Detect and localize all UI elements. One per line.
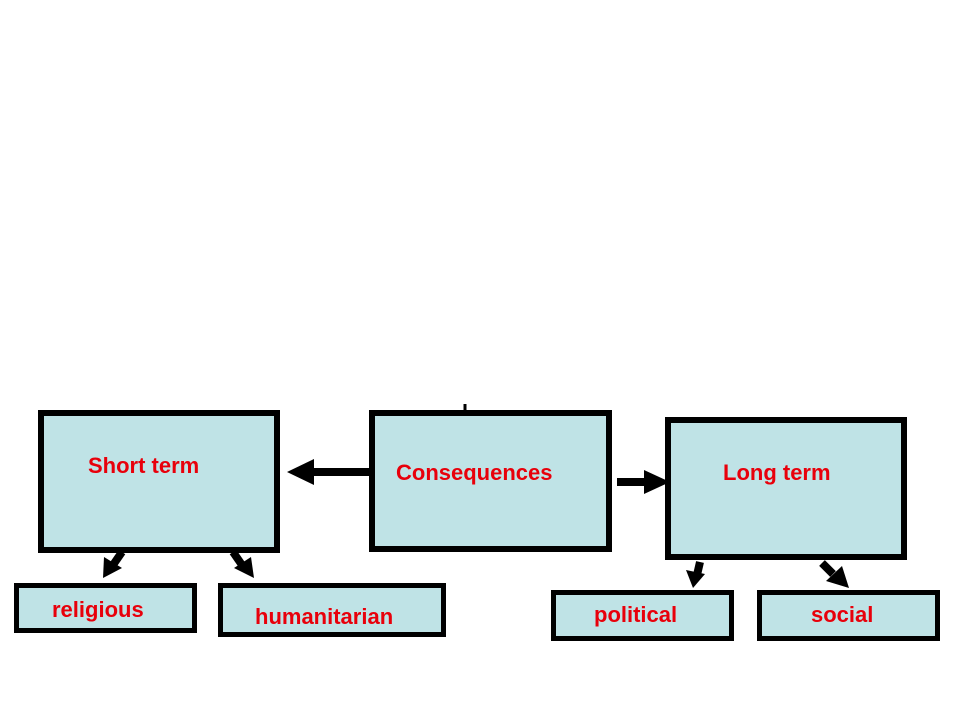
- arrow-to-short-term: [287, 459, 370, 485]
- social-label: social: [811, 602, 874, 627]
- political-label: political: [594, 602, 678, 627]
- arrow-to-social: [819, 560, 849, 588]
- humanitarian-label: humanitarian: [255, 604, 394, 629]
- religious-label: religious: [52, 597, 144, 622]
- political-box: [551, 590, 734, 641]
- arrow-to-political: [686, 561, 705, 588]
- arrow-to-religious: [103, 549, 126, 578]
- long-term-box: [665, 417, 907, 560]
- short-term-box: [38, 410, 280, 553]
- long-term-label: Long term: [723, 460, 831, 485]
- short-term-label: Short term: [88, 453, 200, 478]
- religious-box: [14, 583, 197, 633]
- consequences-box: [369, 410, 612, 552]
- social-box: [757, 590, 940, 641]
- arrow-to-long-term: [617, 470, 670, 494]
- consequences-label: Consequences: [396, 460, 553, 485]
- arrow-to-humanitarian: [229, 549, 254, 578]
- humanitarian-box: [218, 583, 446, 637]
